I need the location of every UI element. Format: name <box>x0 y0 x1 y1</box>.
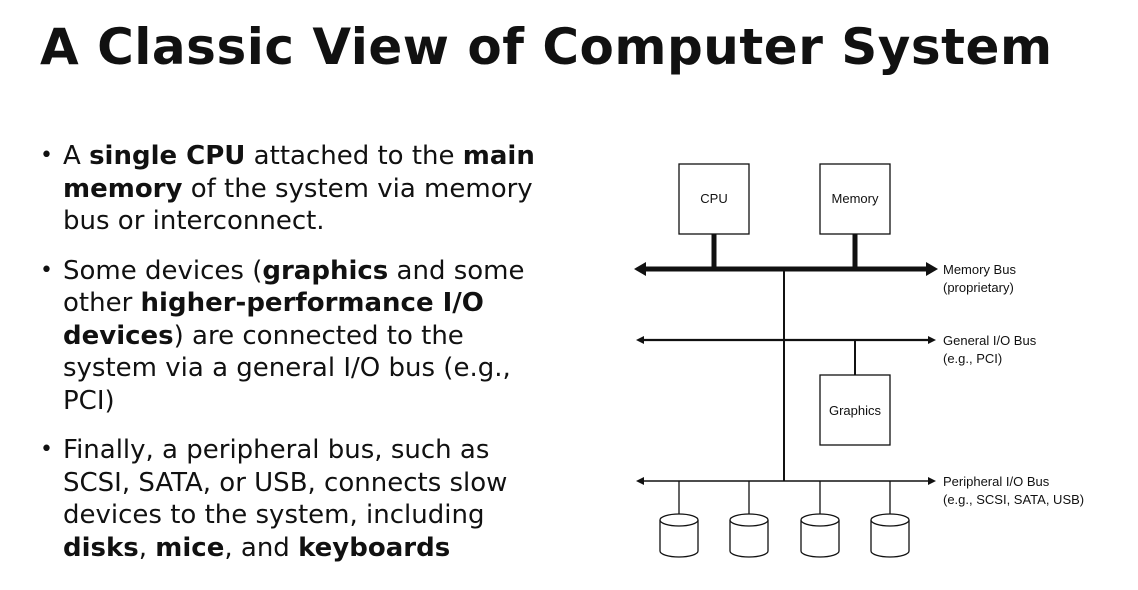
cpu-label: CPU <box>700 191 727 206</box>
slide-title: A Classic View of Computer System <box>40 18 1053 76</box>
bullet-text: attached to the <box>245 141 463 171</box>
bullet-emphasis: main memory <box>63 141 535 204</box>
memory-bus-left-arrow <box>634 262 646 276</box>
peripheral-io-bus-sublabel: (e.g., SCSI, SATA, USB) <box>943 492 1084 507</box>
memory-bus-right-arrow <box>926 262 938 276</box>
general-io-bus-sublabel: (e.g., PCI) <box>943 351 1002 366</box>
memory-bus-sublabel: (proprietary) <box>943 280 1014 295</box>
bullet-emphasis: disks <box>63 532 139 563</box>
bullet-emphasis: mice <box>155 532 225 563</box>
bullet-emphasis: keyboards <box>298 532 451 563</box>
peripheral-io-bus-label: Peripheral I/O Bus <box>943 474 1050 489</box>
bullet-list: A single CPU attached to the main memory… <box>40 140 560 581</box>
bullet-text: ) are connected to the system via a gene… <box>63 320 511 416</box>
bullet-text: Finally, a peripheral bus, such as SCSI,… <box>63 435 508 530</box>
general-io-bus-label: General I/O Bus <box>943 333 1037 348</box>
bullet-text: , and <box>224 532 299 563</box>
system-diagram: CPU Memory Graphics Mem <box>634 163 1084 558</box>
bullet-text: and some other <box>63 255 525 319</box>
cpu-box: CPU <box>678 163 750 235</box>
bullet-emphasis: higher-performance I/O devices <box>63 288 484 351</box>
memory-label: Memory <box>832 191 879 206</box>
bullet-text: of the system via memory bus or intercon… <box>63 173 533 237</box>
bullet-text: A <box>63 141 90 171</box>
memory-box: Memory <box>819 163 891 235</box>
bullet-emphasis: single CPU <box>89 141 246 171</box>
bullet-item: A single CPU attached to the main memory… <box>40 140 560 238</box>
graphics-label: Graphics <box>829 403 882 418</box>
bullet-text: , <box>138 532 156 563</box>
disk-icon <box>870 513 910 558</box>
disk-icon <box>729 513 769 558</box>
bullet-item: Finally, a peripheral bus, such as SCSI,… <box>40 434 560 564</box>
memory-bus-label: Memory Bus <box>943 262 1016 277</box>
bullet-item: Some devices (graphics and some other hi… <box>40 255 560 418</box>
graphics-box: Graphics <box>819 374 891 446</box>
bullet-text: Some devices ( <box>63 255 263 286</box>
disk-icon <box>659 513 699 558</box>
bullet-emphasis: graphics <box>262 255 389 286</box>
disk-icon <box>800 513 840 558</box>
